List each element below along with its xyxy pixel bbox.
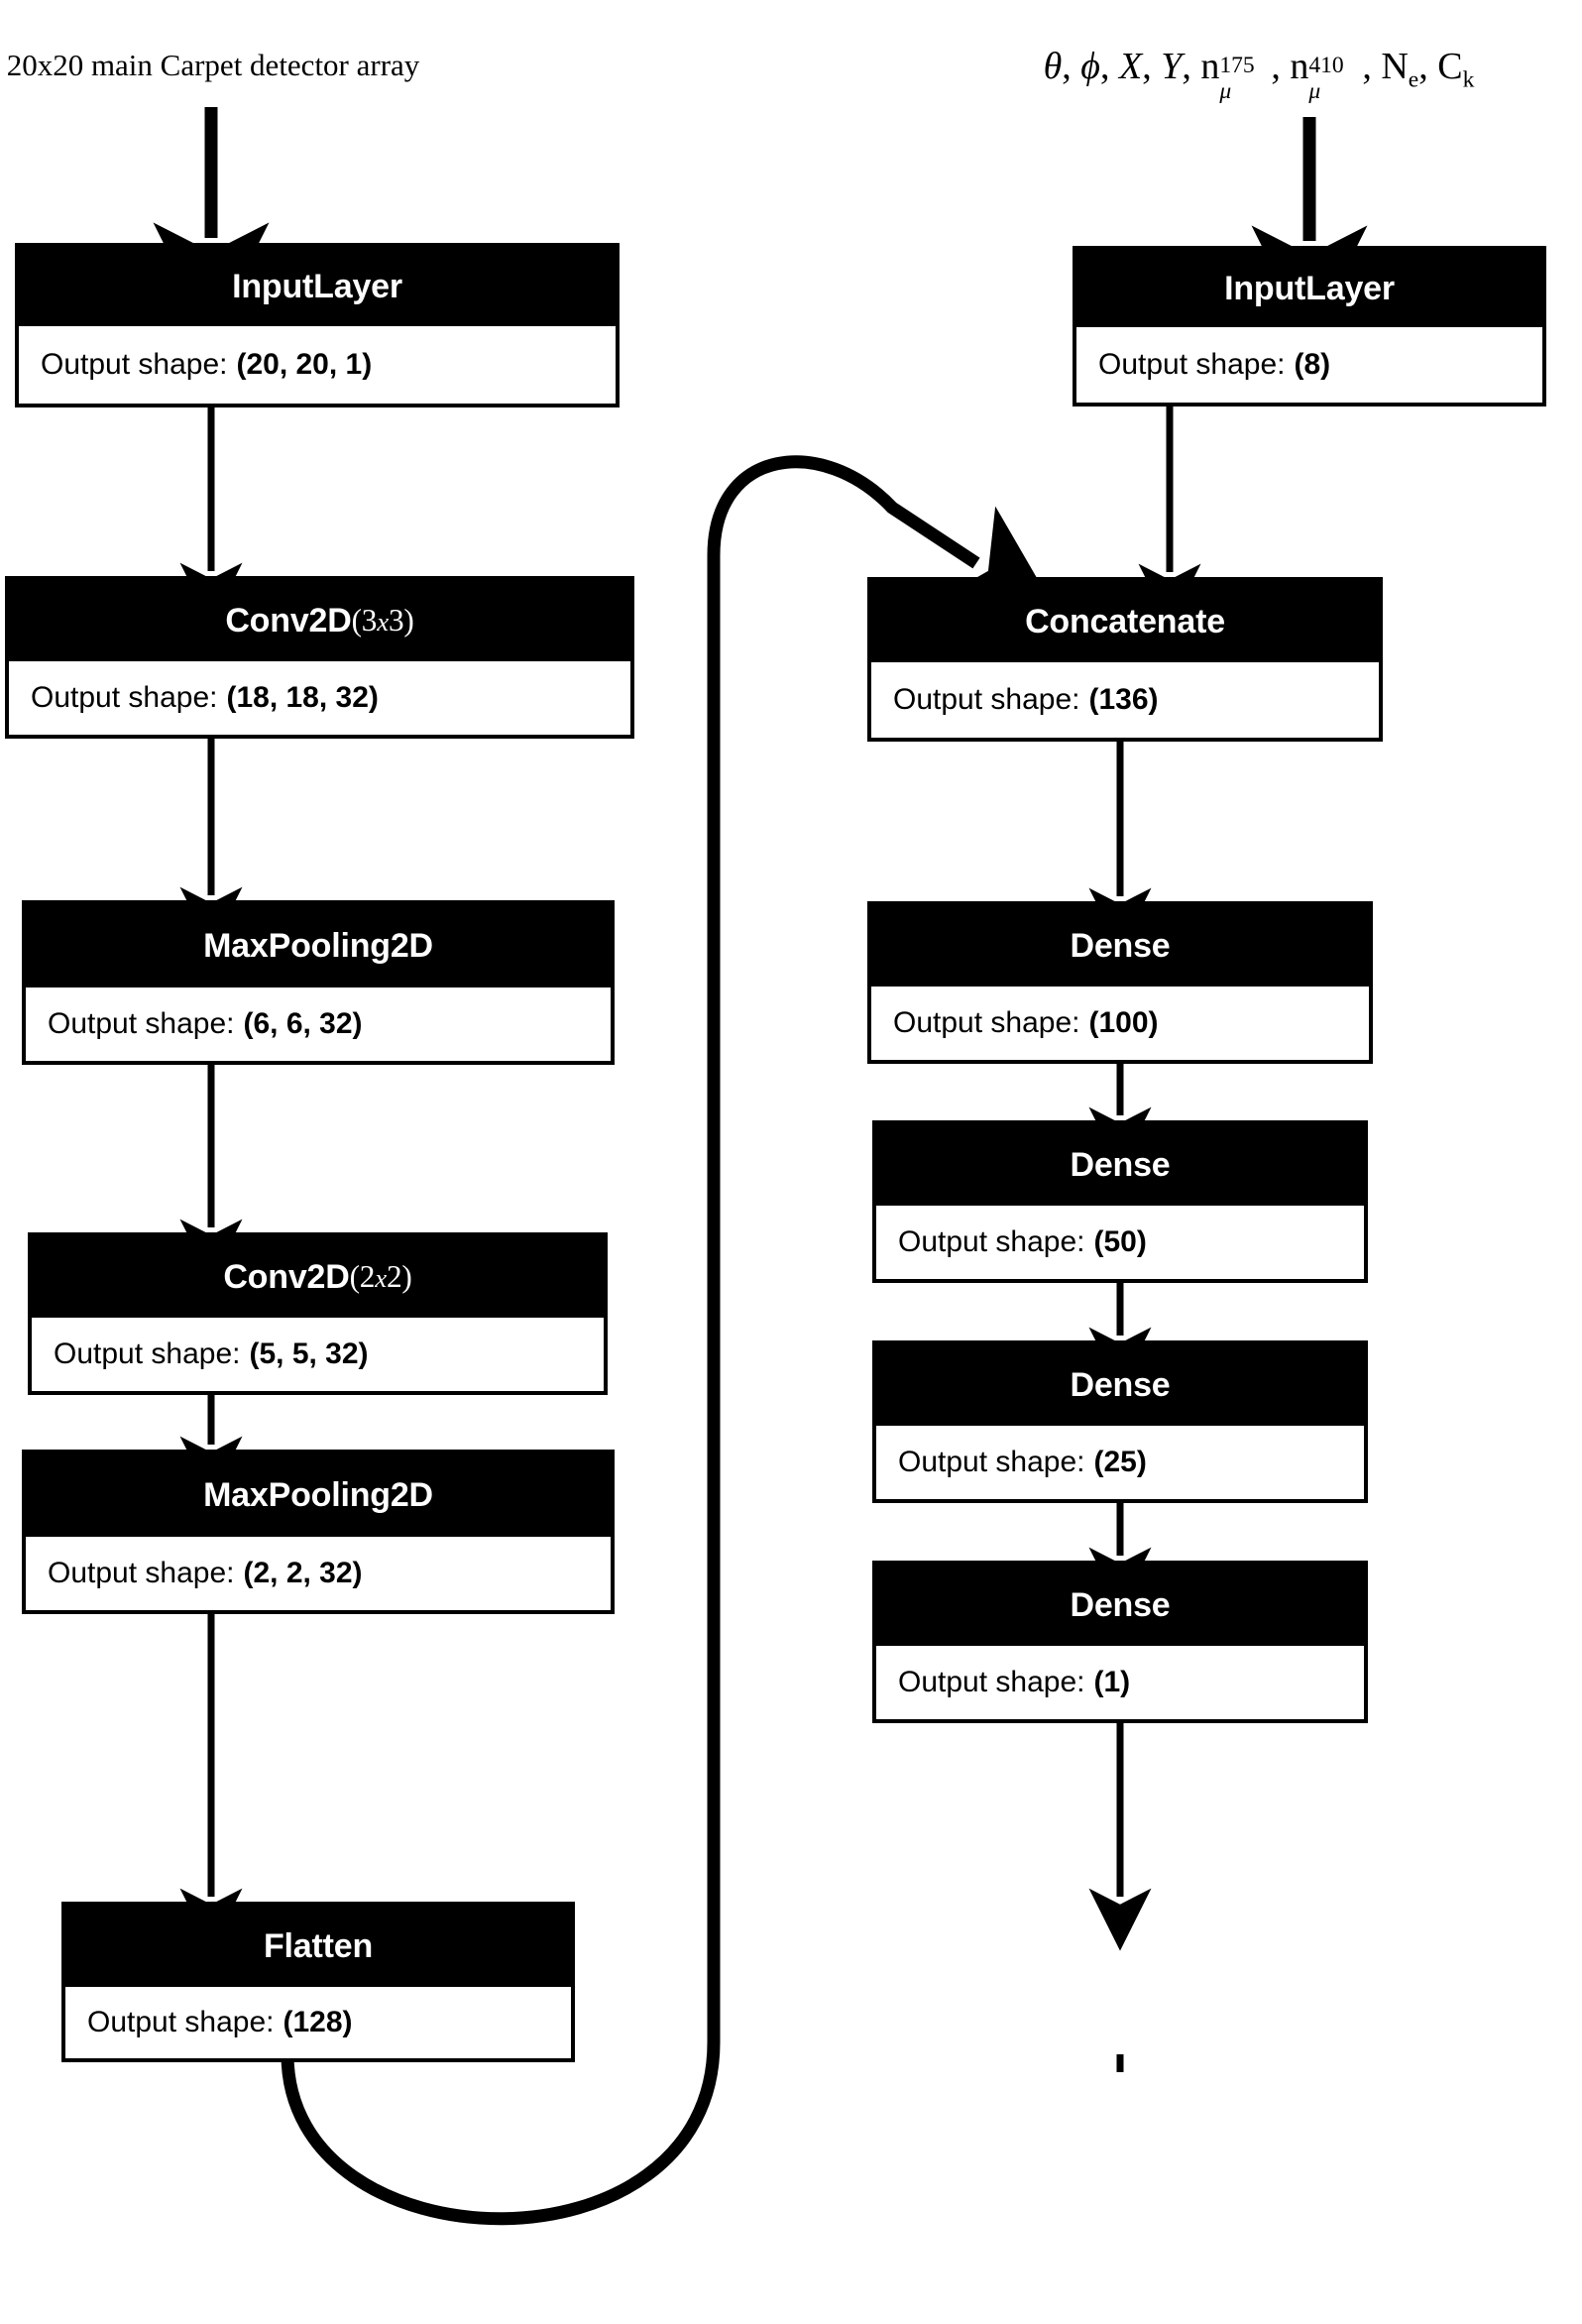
layer-node-header: Concatenate (871, 581, 1379, 662)
comma-7: , (1418, 46, 1438, 87)
layer-type-label: Flatten (263, 1927, 374, 1965)
layer-type-label: MaxPooling2D (203, 927, 433, 965)
layer-type-label: InputLayer (232, 268, 402, 305)
layer-node-header: Dense (876, 1565, 1364, 1646)
output-shape-label: Output shape: (54, 1337, 241, 1370)
layer-node-header: InputLayer (1076, 250, 1542, 327)
output-shape-label: Output shape: (31, 681, 218, 714)
layer-node-body: Output shape:(136) (871, 662, 1379, 738)
output-shape-value: (18, 18, 32) (226, 681, 379, 714)
output-shape-value: (6, 6, 32) (243, 1007, 363, 1040)
layer-node-left-conv2d[interactable]: Conv2D(3x3)Output shape:(18, 18, 32) (5, 576, 634, 739)
layer-type-label: Conv2D (223, 1258, 350, 1296)
output-shape-value: (5, 5, 32) (249, 1337, 369, 1370)
output-shape-label: Output shape: (1098, 348, 1286, 381)
symbol-nmu410-base: n (1290, 46, 1309, 87)
comma-6: , (1362, 46, 1382, 87)
symbol-nmu175-base: n (1200, 46, 1220, 87)
symbol-phi: ϕ (1080, 46, 1100, 87)
layer-node-header: Dense (876, 1124, 1364, 1206)
output-shape-label: Output shape: (41, 348, 228, 381)
output-shape-value: (25) (1093, 1446, 1147, 1478)
output-shape-label: Output shape: (48, 1557, 235, 1589)
layer-node-body: Output shape:(2, 2, 32) (26, 1537, 611, 1610)
layer-node-body: Output shape:(20, 20, 1) (19, 326, 616, 404)
layer-node-header: InputLayer (19, 247, 616, 326)
layer-type-label: InputLayer (1224, 270, 1395, 307)
output-shape-value: (1) (1093, 1666, 1131, 1698)
layer-node-left-conv2d[interactable]: Conv2D(2x2)Output shape:(5, 5, 32) (28, 1232, 608, 1395)
layer-kernel-label: (2x2) (349, 1259, 412, 1295)
layer-node-body: Output shape:(128) (65, 1987, 571, 2058)
layer-type-label: Dense (1070, 1366, 1171, 1404)
layer-type-label: Dense (1070, 927, 1171, 965)
layer-node-body: Output shape:(6, 6, 32) (26, 988, 611, 1061)
layer-node-header: Conv2D(3x3) (9, 580, 630, 661)
symbol-nmu410-subscript: μ (1308, 78, 1321, 105)
output-shape-label: Output shape: (87, 2006, 275, 2038)
layer-node-header: Dense (876, 1344, 1364, 1426)
symbol-X: X (1118, 46, 1143, 87)
output-shape-value: (136) (1088, 683, 1159, 716)
output-shape-label: Output shape: (893, 683, 1080, 716)
symbol-nmu175-subscript: μ (1219, 78, 1232, 105)
comma-2: , (1099, 46, 1119, 87)
layer-node-body: Output shape:(18, 18, 32) (9, 661, 630, 735)
symbol-theta: θ (1043, 46, 1063, 87)
output-shape-label: Output shape: (893, 1006, 1080, 1039)
output-shape-value: (100) (1088, 1006, 1159, 1039)
comma-1: , (1062, 46, 1081, 87)
symbol-Ne-base: N (1381, 46, 1409, 87)
layer-node-header: Flatten (65, 1906, 571, 1987)
layer-type-label: Concatenate (1025, 603, 1225, 640)
layer-kernel-label: (3x3) (351, 603, 414, 639)
layer-node-header: Dense (871, 905, 1369, 987)
layer-node-header: MaxPooling2D (26, 1453, 611, 1537)
symbol-nmu410-superscript: 410 (1308, 52, 1344, 78)
comma-3: , (1142, 46, 1162, 87)
output-shape-label: Output shape: (898, 1225, 1085, 1258)
output-shape-label: Output shape: (898, 1446, 1085, 1478)
layer-type-label: Dense (1070, 1586, 1171, 1624)
layer-node-header: MaxPooling2D (26, 904, 611, 988)
output-shape-value: (8) (1294, 348, 1331, 381)
output-shape-value: (2, 2, 32) (243, 1557, 363, 1589)
layer-node-left-maxpooling2d[interactable]: MaxPooling2D Output shape:(2, 2, 32) (22, 1450, 615, 1614)
layer-node-body: Output shape:(100) (871, 987, 1369, 1060)
layer-type-label: Conv2D (225, 602, 352, 639)
layer-node-body: Output shape:(25) (876, 1426, 1364, 1499)
layer-node-body: Output shape:(8) (1076, 327, 1542, 403)
output-shape-label: Output shape: (898, 1666, 1085, 1698)
layer-type-label: MaxPooling2D (203, 1476, 433, 1514)
layer-node-body: Output shape:(5, 5, 32) (32, 1318, 604, 1391)
comma-4: , (1182, 46, 1201, 87)
layer-node-left-maxpooling2d[interactable]: MaxPooling2D Output shape:(6, 6, 32) (22, 900, 615, 1065)
output-shape-value: (128) (282, 2006, 353, 2038)
output-shape-value: (20, 20, 1) (236, 348, 373, 381)
layer-type-label: Dense (1070, 1146, 1171, 1184)
layer-node-header: Conv2D(2x2) (32, 1236, 604, 1318)
left-branch-caption: 20x20 main Carpet detector array (6, 48, 420, 82)
symbol-nmu175-superscript: 175 (1219, 52, 1255, 78)
comma-5: , (1271, 46, 1291, 87)
symbol-Ck-subscript: k (1462, 66, 1475, 93)
symbol-Y: Y (1161, 46, 1183, 87)
output-shape-value: (50) (1093, 1225, 1147, 1258)
layer-node-body: Output shape:(50) (876, 1206, 1364, 1279)
output-shape-label: Output shape: (48, 1007, 235, 1040)
symbol-Ne-subscript: e (1408, 66, 1419, 93)
symbol-Ck-base: C (1437, 46, 1463, 87)
layer-node-body: Output shape:(1) (876, 1646, 1364, 1719)
